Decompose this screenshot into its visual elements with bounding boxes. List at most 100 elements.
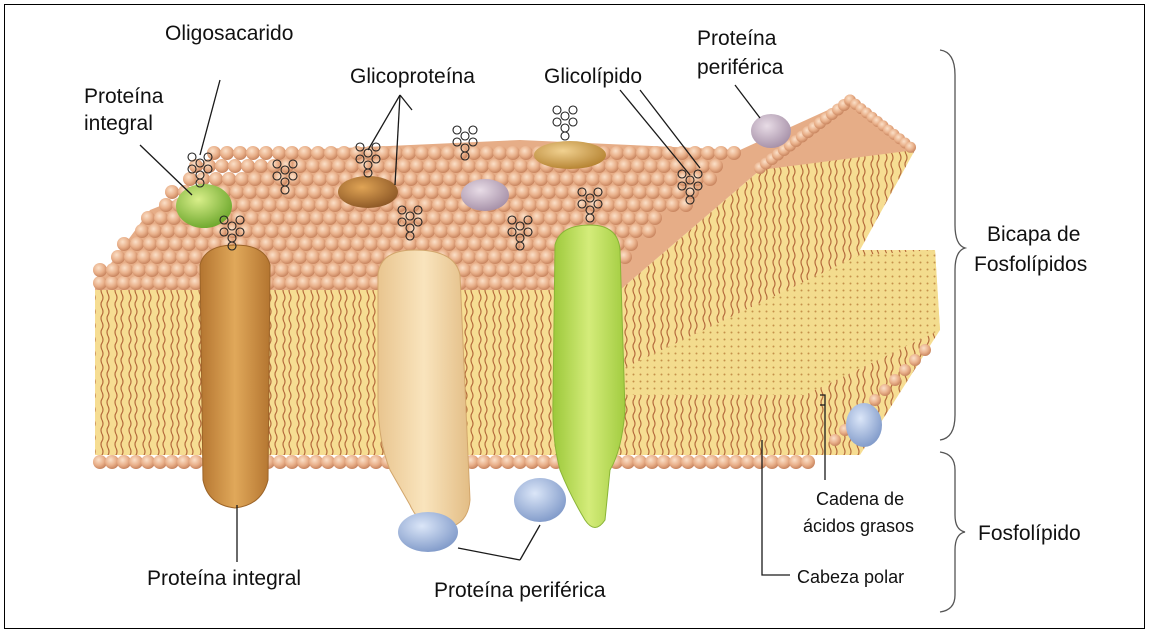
phospholipid-head [646, 185, 660, 199]
glycolipid-gold [534, 141, 606, 169]
phospholipid-head [406, 198, 420, 212]
phospholipid-head [93, 455, 107, 469]
phospholipid-head [369, 455, 383, 469]
phospholipid-head [521, 172, 535, 186]
phospholipid-head [429, 237, 443, 251]
phospholipid-head [669, 455, 683, 469]
label-proteina-integral-bottom: Proteína integral [147, 567, 301, 590]
integral-protein-green-small [176, 184, 232, 228]
sugar-unit [561, 112, 569, 120]
phospholipid-head [507, 237, 521, 251]
phospholipid-head [324, 146, 338, 160]
phospholipid-head [909, 354, 921, 366]
phospholipid-head [648, 211, 662, 225]
phospholipid-head [265, 224, 279, 238]
phospholipid-head [182, 237, 196, 251]
phospholipid-head [340, 263, 354, 277]
phospholipid-head [93, 276, 107, 290]
phospholipid-head [321, 455, 335, 469]
phospholipid-head [462, 159, 476, 173]
phospholipid-head [145, 263, 159, 277]
phospholipid-head [560, 172, 574, 186]
phospholipid-head [272, 146, 286, 160]
phospholipid-head [304, 224, 318, 238]
phospholipid-head [382, 224, 396, 238]
phospholipid-head [489, 455, 503, 469]
phospholipid-head [514, 159, 528, 173]
phospholipid-head [462, 250, 476, 264]
sugar-unit [553, 106, 561, 114]
phospholipid-head [492, 211, 506, 225]
phospholipid-head [141, 455, 155, 469]
phospholipid-head [399, 185, 413, 199]
phospholipid-head [319, 159, 333, 173]
phospholipid-head [547, 172, 561, 186]
phospholipid-head [501, 250, 515, 264]
phospholipid-head [177, 455, 191, 469]
phospholipid-head [540, 250, 554, 264]
phospholipid-head [326, 172, 340, 186]
phospholipid-head [319, 250, 333, 264]
phospholipid-head [531, 211, 545, 225]
phospholipid-head [475, 159, 489, 173]
phospholipid-head [486, 224, 500, 238]
phospholipid-head [148, 224, 162, 238]
phospholipid-head [501, 159, 515, 173]
phospholipid-head [635, 211, 649, 225]
phospholipid-head [525, 455, 539, 469]
phospholipid-head [393, 198, 407, 212]
phospholipid-head [703, 172, 717, 186]
phospholipid-head [453, 211, 467, 225]
phospholipid-head [176, 250, 190, 264]
phospholipid-head [534, 172, 548, 186]
phospholipid-head [165, 185, 179, 199]
phospholipid-head [300, 172, 314, 186]
phospholipid-head [638, 172, 652, 186]
phospholipid-head [345, 276, 359, 290]
phospholipid-head [544, 211, 558, 225]
phospholipid-head [879, 384, 891, 396]
phospholipid-head [522, 263, 536, 277]
phospholipid-head [375, 211, 389, 225]
phospholipid-head [275, 263, 289, 277]
phospholipid-head [345, 250, 359, 264]
phospholipid-head [317, 224, 331, 238]
label-proteina-integral-top-2: integral [84, 112, 153, 135]
phospholipid-head [165, 455, 179, 469]
phospholipid-head [397, 159, 411, 173]
phospholipid-head [376, 146, 390, 160]
phospholipid-head [631, 159, 645, 173]
phospholipid-head [297, 276, 311, 290]
phospholipid-head [633, 185, 647, 199]
phospholipid-head [245, 211, 259, 225]
label-proteina-periferica-top-2: periférica [697, 56, 784, 79]
phospholipid-head [345, 455, 359, 469]
phospholipid-head [765, 455, 779, 469]
phospholipid-head [513, 276, 527, 290]
phospholipid-head [633, 455, 647, 469]
phospholipid-head [705, 455, 719, 469]
sugar-unit [188, 153, 196, 161]
sugar-unit [469, 126, 477, 134]
phospholipid-head [509, 263, 523, 277]
phospholipid-head [350, 146, 364, 160]
phospholipid-head [158, 263, 172, 277]
phospholipid-head [714, 146, 728, 160]
phospholipid-head [343, 224, 357, 238]
phospholipid-head [581, 185, 595, 199]
phospholipid-head [672, 185, 686, 199]
phospholipid-head [494, 237, 508, 251]
phospholipid-head [153, 455, 167, 469]
phospholipid-head [280, 250, 294, 264]
phospholipid-head [729, 455, 743, 469]
phospholipid-head [649, 146, 663, 160]
phospholipid-head [562, 198, 576, 212]
phospholipid-head [311, 146, 325, 160]
phospholipid-head [664, 172, 678, 186]
phospholipid-head [357, 455, 371, 469]
phospholipid-head [421, 224, 435, 238]
label-fosfolipido: Fosfolípido [978, 522, 1081, 545]
phospholipid-head [445, 198, 459, 212]
phospholipid-head [105, 276, 119, 290]
phospholipid-head [323, 211, 337, 225]
